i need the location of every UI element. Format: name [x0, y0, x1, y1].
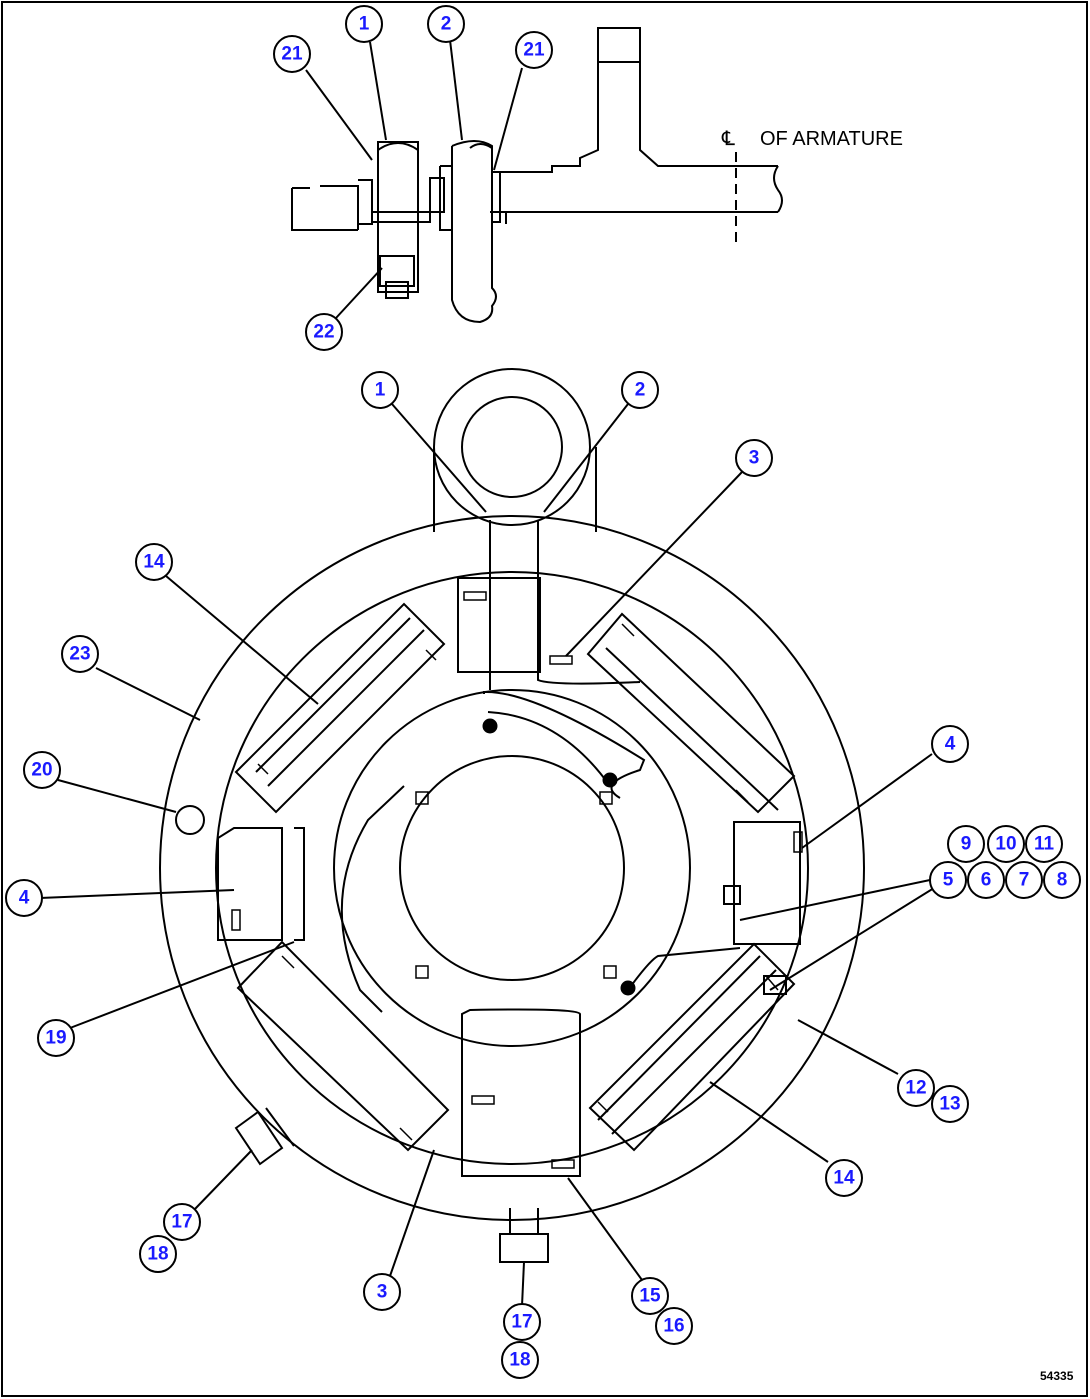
callout-balloon: 6	[967, 861, 1005, 899]
svg-text:6: 6	[981, 870, 992, 891]
svg-text:10: 10	[995, 834, 1016, 855]
leaders	[39, 39, 935, 1307]
callout-balloon: 9	[947, 825, 985, 863]
svg-text:17: 17	[171, 1212, 192, 1233]
callout-balloon: 3	[735, 439, 773, 477]
svg-text:21: 21	[523, 40, 545, 61]
svg-text:18: 18	[147, 1244, 168, 1265]
callout-balloon: 10	[987, 825, 1025, 863]
svg-text:4: 4	[19, 888, 30, 909]
svg-text:12: 12	[905, 1078, 926, 1099]
svg-text:2: 2	[635, 380, 646, 401]
callout-balloon: 22	[305, 313, 343, 351]
callout-balloon: 19	[37, 1019, 75, 1057]
callout-balloon: 11	[1025, 825, 1063, 863]
svg-text:14: 14	[143, 552, 165, 573]
svg-text:8: 8	[1057, 870, 1068, 891]
svg-text:3: 3	[377, 1282, 388, 1303]
svg-text:1: 1	[375, 380, 386, 401]
callout-balloon: 16	[655, 1307, 693, 1345]
callout-balloon: 14	[135, 543, 173, 581]
svg-text:13: 13	[939, 1094, 960, 1115]
callout-balloon: 12	[897, 1069, 935, 1107]
callout-balloon: 14	[825, 1159, 863, 1197]
callout-balloon: 1	[345, 5, 383, 43]
callout-balloon: 18	[501, 1341, 539, 1379]
svg-text:4: 4	[945, 734, 956, 755]
svg-text:2: 2	[441, 14, 452, 35]
callout-balloon: 2	[621, 371, 659, 409]
svg-text:21: 21	[281, 44, 303, 65]
callout-balloon: 5	[929, 861, 967, 899]
callout-balloon: 3	[363, 1273, 401, 1311]
svg-text:3: 3	[749, 448, 760, 469]
callout-balloon: 21	[273, 35, 311, 73]
svg-text:19: 19	[45, 1028, 66, 1049]
svg-text:23: 23	[69, 644, 90, 665]
centerline-symbol: ℄	[721, 128, 735, 150]
svg-text:7: 7	[1019, 870, 1030, 891]
side-view: ℄ OF ARMATURE	[291, 27, 903, 324]
front-view	[159, 368, 865, 1263]
callout-balloon: 8	[1043, 861, 1081, 899]
callouts: 1 2 21 21 22 1 2 3 14 23 20 4 4 9 10 11 …	[5, 5, 1081, 1379]
callout-balloon: 2	[427, 5, 465, 43]
svg-text:1: 1	[359, 14, 370, 35]
svg-text:20: 20	[31, 760, 52, 781]
callout-balloon: 17	[503, 1303, 541, 1341]
svg-text:14: 14	[833, 1168, 855, 1189]
callout-balloon: 21	[515, 31, 553, 69]
centerline-label: OF ARMATURE	[760, 128, 903, 150]
callout-balloon: 13	[931, 1085, 969, 1123]
callout-balloon: 17	[163, 1203, 201, 1241]
svg-text:15: 15	[639, 1286, 661, 1307]
callout-balloon: 15	[631, 1277, 669, 1315]
callout-balloon: 23	[61, 635, 99, 673]
svg-text:16: 16	[663, 1316, 684, 1337]
figure-id: 54335	[1040, 1369, 1074, 1383]
svg-text:9: 9	[961, 834, 972, 855]
svg-text:22: 22	[313, 322, 334, 343]
callout-balloon: 4	[5, 879, 43, 917]
callout-balloon: 18	[139, 1235, 177, 1273]
callout-balloon: 1	[361, 371, 399, 409]
svg-text:17: 17	[511, 1312, 532, 1333]
svg-text:18: 18	[509, 1350, 530, 1371]
svg-text:5: 5	[943, 870, 954, 891]
callout-balloon: 4	[931, 725, 969, 763]
svg-text:11: 11	[1034, 834, 1055, 855]
callout-balloon: 7	[1005, 861, 1043, 899]
callout-balloon: 20	[23, 751, 61, 789]
